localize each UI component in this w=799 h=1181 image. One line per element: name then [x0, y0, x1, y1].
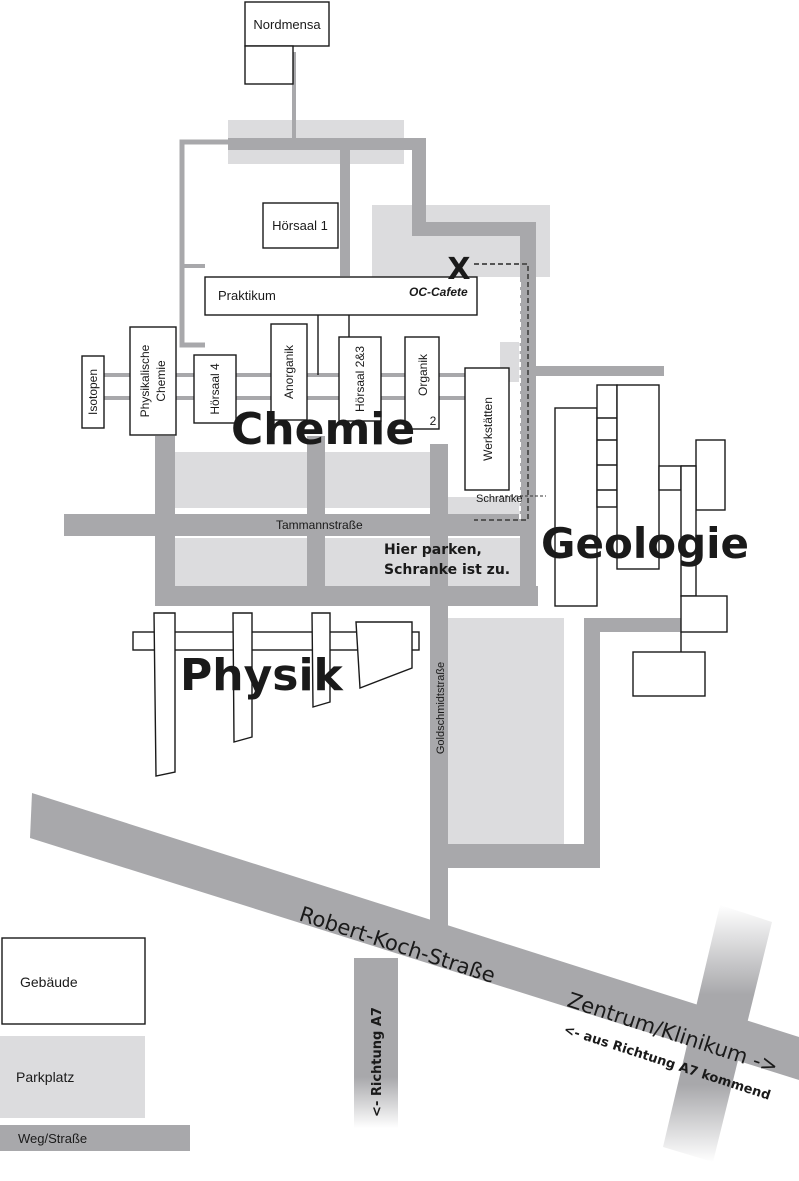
- building-geologie-d: [658, 465, 682, 491]
- building-organik[interactable]: [404, 336, 440, 430]
- building-geologie-c: [616, 384, 660, 570]
- label-richtung-a7: <- Richtung A7: [370, 1007, 385, 1117]
- building-werkstaetten[interactable]: [464, 367, 510, 491]
- building-geologie-b: [596, 384, 618, 508]
- parking-d: [174, 538, 308, 586]
- building-geologie-a[interactable]: [554, 407, 598, 607]
- road-hoersaal1: [340, 150, 350, 276]
- label-hoersaal23: Hörsaal 2&3: [353, 346, 367, 412]
- label-isotopen: Isotopen: [86, 369, 100, 415]
- road-zentrum-cross: [663, 905, 772, 1162]
- label-organik-num: 2: [430, 414, 437, 428]
- label-cafe: OC-Cafete: [409, 285, 468, 299]
- parking-b: [324, 452, 432, 508]
- building-physchem[interactable]: [129, 326, 177, 436]
- building-physik-spine[interactable]: [132, 631, 420, 651]
- markers: X OC-Cafete Schranke: [409, 252, 522, 505]
- label-praktikum: Praktikum: [218, 288, 276, 303]
- legend-building-label: Gebäude: [20, 974, 78, 990]
- parking-a: [174, 452, 308, 508]
- building-hoersaal1[interactable]: [262, 202, 339, 249]
- building-geologie-g: [680, 595, 728, 633]
- route-dashed-outer: [474, 263, 529, 521]
- legend-road-label: Weg/Straße: [18, 1131, 87, 1146]
- parking-large: [446, 618, 564, 844]
- road-north: [228, 138, 424, 150]
- label-note-1: Hier parken,: [384, 542, 482, 558]
- road-tammann: [64, 514, 536, 536]
- building-physik-3: [311, 612, 331, 708]
- road-richtung-a7: [354, 958, 398, 1128]
- parking-f: [448, 538, 520, 586]
- building-physik-2: [232, 612, 253, 743]
- label-schranke: Schranke: [476, 493, 522, 505]
- label-werkstaetten: Werkstätten: [481, 397, 495, 461]
- label-physchem-2: Chemie: [154, 360, 168, 402]
- label-area-physik: Physik: [180, 650, 345, 701]
- building-geologie-e: [695, 439, 726, 511]
- label-physchem-1: Physikalische: [138, 344, 152, 417]
- label-organik: Organik: [416, 353, 430, 396]
- building-anorganik[interactable]: [270, 323, 308, 421]
- label-hoersaal1: Hörsaal 1: [272, 218, 328, 233]
- legend: Gebäude Parkplatz Weg/Straße: [16, 974, 87, 1146]
- building-physik-1: [153, 612, 176, 777]
- legend-parking-label: Parkplatz: [16, 1069, 74, 1085]
- dashed-route: [474, 263, 546, 521]
- legend-parking-swatch: [0, 1036, 145, 1118]
- road-goldschmidt: [430, 606, 448, 940]
- road-geologie: [536, 366, 664, 376]
- building-praktikum[interactable]: [204, 276, 478, 316]
- path-west: [179, 139, 236, 348]
- label-note-2: Schranke ist zu.: [384, 562, 510, 578]
- label-goldschmidt: Goldschmidtstraße: [435, 662, 447, 754]
- building-isotopen[interactable]: [81, 355, 105, 429]
- parking-note: Hier parken, Schranke ist zu.: [384, 542, 510, 578]
- cafe-marker-icon[interactable]: X: [447, 252, 470, 287]
- label-tammann: Tammannstraße: [276, 518, 363, 532]
- label-hoersaal4: Hörsaal 4: [208, 363, 222, 415]
- road-frame-south: [155, 586, 538, 606]
- building-physik-4: [355, 621, 413, 689]
- path-nordmensa: [292, 52, 296, 142]
- legend-building-swatch: [1, 937, 146, 1025]
- roads: [0, 52, 799, 1162]
- parking-areas: [174, 120, 564, 844]
- parking-e: [324, 538, 432, 586]
- label-area-geologie: Geologie: [541, 519, 749, 568]
- area-labels: Chemie Geologie Physik: [180, 404, 749, 701]
- building-labels: Nordmensa Hörsaal 1 Praktikum Isotopen P…: [86, 17, 495, 461]
- legend-road-swatch: [0, 1125, 190, 1151]
- buildings: [0, 1, 728, 1118]
- label-area-chemie: Chemie: [231, 404, 415, 455]
- label-nordmensa: Nordmensa: [253, 17, 321, 32]
- building-geologie-h: [632, 651, 706, 697]
- building-hoersaal4[interactable]: [193, 354, 237, 424]
- building-hoersaal23[interactable]: [338, 336, 382, 422]
- label-anorganik: Anorganik: [282, 344, 296, 399]
- road-east: [404, 138, 536, 606]
- road-robert-koch: [30, 793, 799, 1080]
- building-nordmensa-annex: [244, 45, 294, 85]
